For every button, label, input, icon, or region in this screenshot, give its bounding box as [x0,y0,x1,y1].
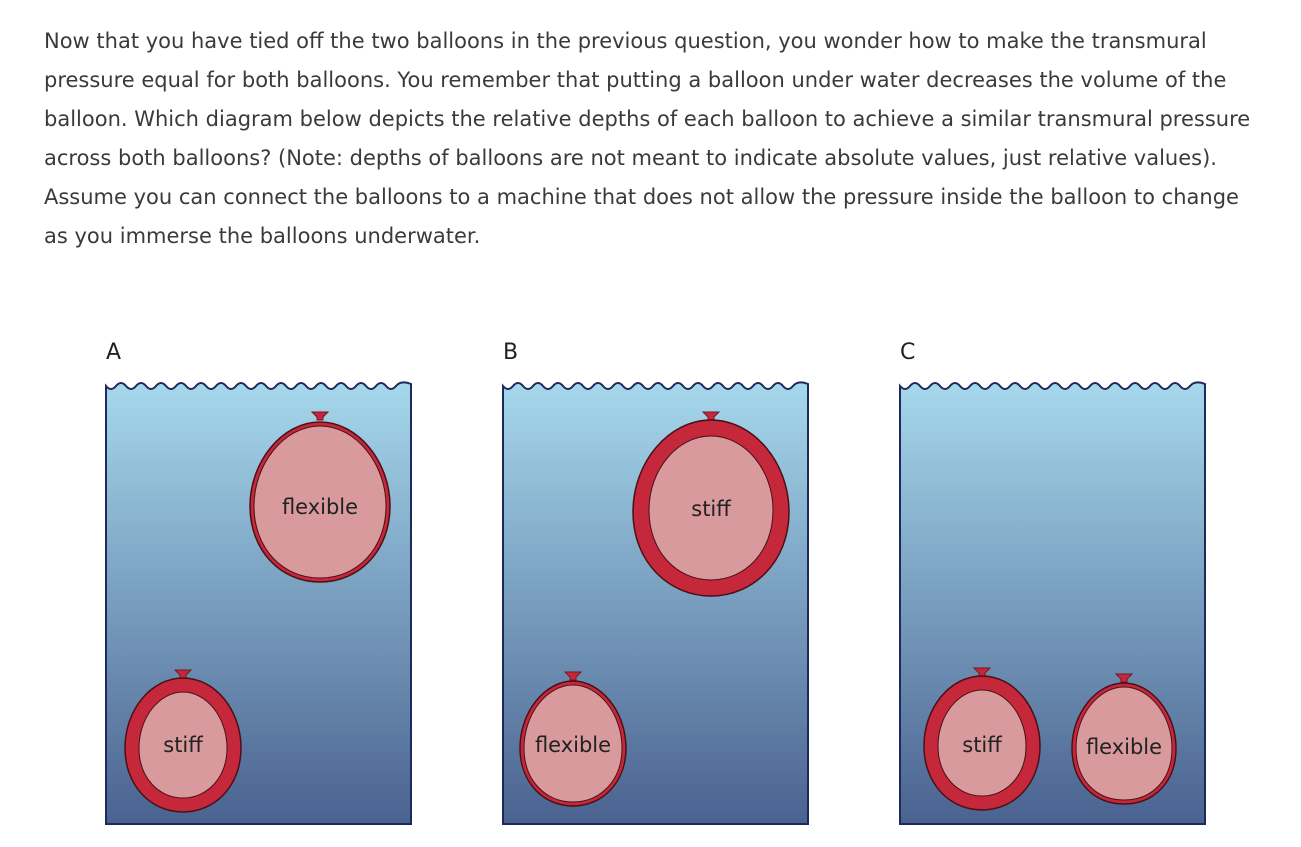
question-line: Now that you have tied off the two ballo… [44,29,1207,53]
panel-label-c: C [900,340,916,365]
balloon-label: stiff [691,497,731,521]
balloon-label: stiff [962,733,1002,757]
balloon-flexible [249,411,391,583]
balloon-label: flexible [1086,735,1162,759]
question-line: Assume you can connect the balloons to a… [44,185,1239,209]
balloon-label: stiff [163,733,203,757]
question-line: as you immerse the balloons underwater. [44,224,481,248]
question-line: pressure equal for both balloons. You re… [44,68,1227,92]
balloon-stiff [124,669,242,813]
question-line: across both balloons? (Note: depths of b… [44,146,1217,170]
question-line: balloon. Which diagram below depicts the… [44,107,1251,131]
balloon-flexible [1071,673,1177,805]
balloon-label: flexible [282,495,358,519]
panel-label-a: A [106,340,122,365]
panel-label-b: B [503,340,519,365]
water-tank-c: stiff flexible [899,381,1206,825]
balloon-flexible [519,671,627,807]
balloon-stiff [632,411,790,597]
balloon-stiff [923,667,1041,811]
balloon-label: flexible [535,733,611,757]
question-text: Now that you have tied off the two ballo… [44,22,1274,256]
water-tank-a: flexible stiff [105,381,412,825]
water-tank-b: stiff flexible [502,381,809,825]
